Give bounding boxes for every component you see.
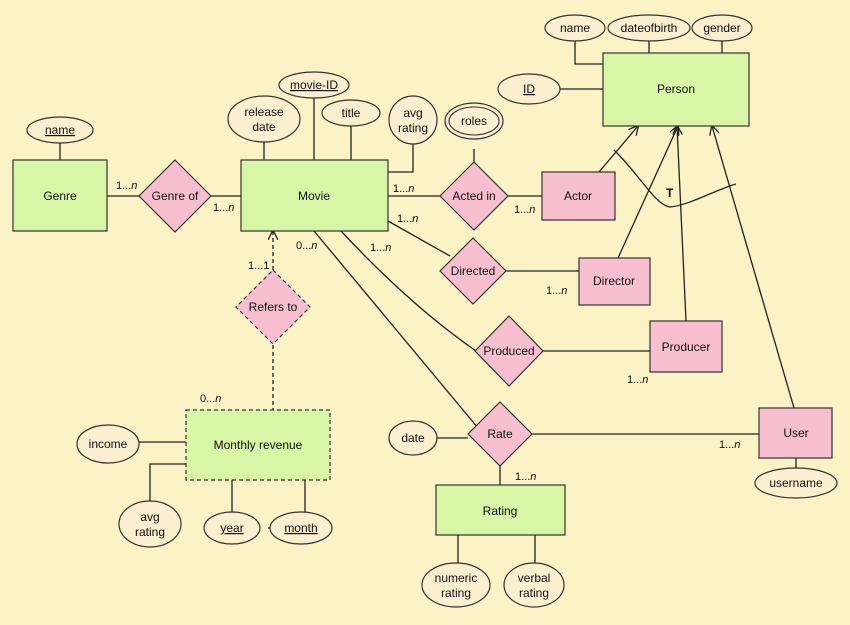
svg-text:avg: avg (403, 106, 422, 120)
entity-director-label: Director (593, 274, 635, 288)
cardinality-acted-left: 1...n (393, 183, 414, 195)
cardinality-labels: 1...n 1...n 1...n 1...n 1...n 1...n 1...… (116, 180, 740, 483)
relationship-directed: Directed (439, 237, 507, 305)
attr-date: date (388, 420, 438, 456)
svg-text:name: name (45, 123, 75, 137)
attr-movie-avg-rating: avg rating (388, 95, 438, 145)
entity-movie: Movie (240, 159, 389, 232)
entity-producer-label: Producer (662, 340, 711, 354)
attr-genre-name: name (26, 116, 94, 144)
attr-dateofbirth: dateofbirth (607, 14, 691, 42)
relationship-rate-label: Rate (487, 427, 513, 441)
relationship-acted-in: Acted in (439, 161, 509, 231)
attr-numeric-rating: numeric rating (421, 562, 491, 608)
cardinality-acted-right: 1...n (514, 204, 535, 216)
svg-text:date: date (252, 120, 276, 134)
relationship-genre-of: Genre of (138, 159, 212, 233)
attr-person-name: name (544, 14, 606, 42)
attr-year: year (203, 511, 261, 545)
relationship-refers-to: Refers to (235, 269, 311, 345)
attr-gender: gender (691, 14, 753, 42)
attr-title: title (321, 99, 381, 127)
attr-release-date: release date (227, 95, 301, 143)
entity-rating-label: Rating (483, 504, 518, 518)
cardinality-produced-right: 1...n (627, 374, 648, 386)
cardinality-genre-left: 1...n (116, 180, 137, 192)
entity-actor-label: Actor (564, 189, 592, 203)
cardinality-refers-movie: 1...1 (248, 260, 269, 272)
svg-text:title: title (342, 106, 361, 120)
relationship-produced-label: Produced (483, 344, 534, 358)
attr-username: username (754, 467, 838, 499)
entity-movie-label: Movie (298, 189, 330, 203)
svg-text:rating: rating (441, 586, 471, 600)
svg-text:release: release (244, 105, 284, 119)
entity-user: User (758, 407, 833, 459)
entity-actor: Actor (541, 171, 616, 221)
cardinality-rate-rating: 1...n (515, 471, 536, 483)
entity-monthly-revenue-label: Monthly revenue (214, 438, 303, 452)
entity-user-label: User (783, 426, 808, 440)
svg-text:rating: rating (398, 121, 428, 135)
attr-roles: roles (444, 102, 504, 140)
svg-text:avg: avg (140, 510, 159, 524)
total-specialization-marker: T (666, 186, 674, 200)
cardinality-genre-right: 1...n (213, 202, 234, 214)
svg-text:rating: rating (135, 525, 165, 539)
svg-text:rating: rating (519, 586, 549, 600)
entity-genre-label: Genre (43, 189, 77, 203)
attr-id: ID (497, 73, 561, 105)
relationship-produced: Produced (474, 315, 544, 387)
svg-text:movie-ID: movie-ID (290, 78, 338, 92)
relationship-acted-in-label: Acted in (452, 189, 495, 203)
entity-person: Person (602, 52, 750, 127)
relationship-genre-of-label: Genre of (152, 189, 199, 203)
relationship-refers-to-label: Refers to (249, 300, 298, 314)
svg-text:username: username (769, 476, 823, 490)
svg-text:verbal: verbal (518, 571, 551, 585)
attr-month: month (269, 511, 333, 545)
attr-verbal-rating: verbal rating (503, 562, 565, 608)
relationship-directed-label: Directed (451, 264, 496, 278)
svg-text:month: month (284, 521, 317, 535)
entity-director: Director (578, 257, 651, 306)
entity-rating: Rating (435, 484, 566, 536)
svg-text:income: income (89, 437, 128, 451)
cardinality-rate-movie: 0...n (296, 240, 317, 252)
cardinality-rate-user: 1...n (719, 439, 740, 451)
cardinality-produced-left: 1...n (370, 242, 391, 254)
cardinality-directed-left: 1...n (397, 213, 418, 225)
entity-person-label: Person (657, 82, 695, 96)
svg-text:ID: ID (523, 82, 535, 96)
attr-movie-id: movie-ID (278, 71, 350, 99)
cardinality-directed-right: 1...n (546, 285, 567, 297)
svg-text:name: name (560, 21, 590, 35)
entity-producer: Producer (649, 320, 723, 373)
attr-income: income (76, 424, 140, 464)
svg-text:roles: roles (461, 114, 487, 128)
entity-monthly-revenue: Monthly revenue (185, 409, 331, 481)
cardinality-refers-revenue: 0...n (200, 393, 221, 405)
svg-text:date: date (401, 431, 425, 445)
svg-text:year: year (220, 521, 243, 535)
svg-text:gender: gender (703, 21, 740, 35)
relationship-rate: Rate (467, 401, 533, 467)
svg-text:numeric: numeric (435, 571, 478, 585)
entity-genre: Genre (12, 159, 108, 232)
svg-text:dateofbirth: dateofbirth (621, 21, 678, 35)
attr-revenue-avg-rating: avg rating (118, 500, 182, 548)
